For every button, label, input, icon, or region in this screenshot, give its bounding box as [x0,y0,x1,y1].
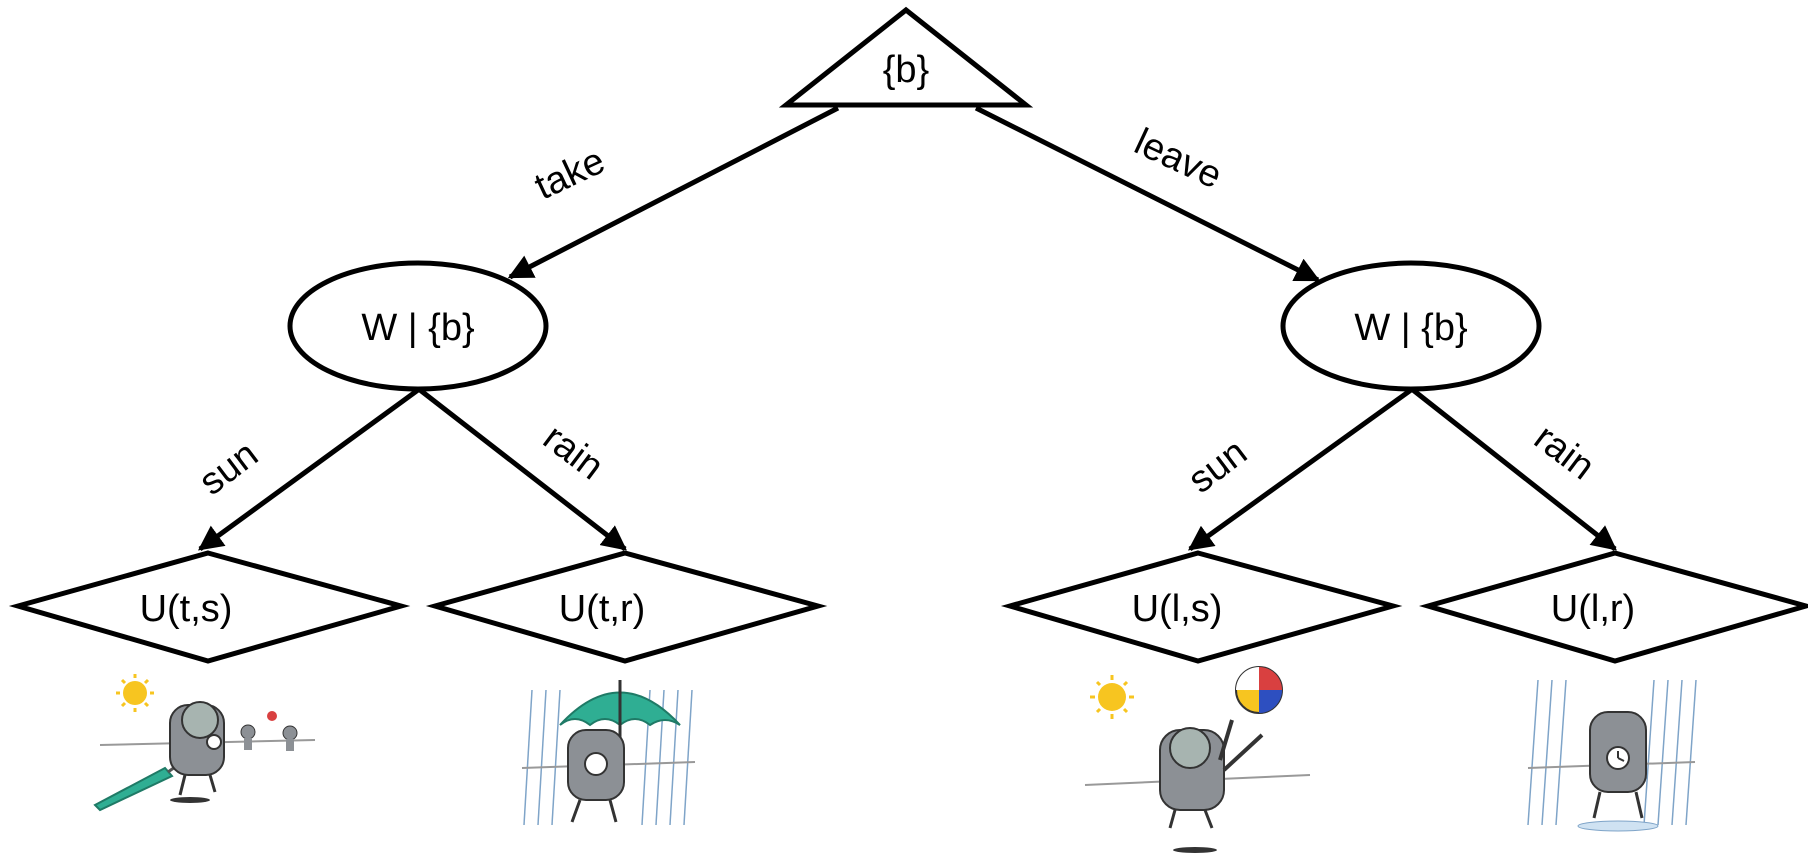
edge-left-rain [418,388,627,551]
utility-label-t-r: U(t,r) [559,588,646,630]
robot-rain-no-umbrella-icon [1527,679,1697,832]
edge-leave [974,105,1321,283]
robot-sun-dropped-umbrella-icon [93,674,316,812]
chance-label-right: W | {b} [1354,307,1467,349]
robot-sun-beach-ball-icon [1084,666,1311,853]
chance-node-right [1280,260,1542,392]
sun-icon [116,674,154,712]
root-max-node [778,6,1034,108]
utility-node-l-s [1000,550,1403,664]
beach-ball-icon [1235,666,1283,714]
edge-right-sun [1187,387,1413,552]
action-label-take: take [529,140,612,208]
chance-node-left [287,260,549,392]
outcome-label-right-rain: rain [1526,417,1602,489]
utility-node-t-r [425,550,828,664]
root-label: {b} [883,49,930,91]
outcome-label-left-sun: sun [192,433,266,503]
edge-right-rain [1411,388,1617,551]
robot-rain-with-umbrella-icon [521,680,696,826]
outcome-label-right-sun: sun [1181,431,1255,501]
outcome-label-left-rain: rain [535,417,611,489]
utility-node-l-r [1418,550,1808,664]
utility-node-t-s [8,550,411,664]
chance-label-left: W | {b} [361,307,474,349]
edge-take [507,105,840,280]
utility-label-l-s: U(l,s) [1132,588,1223,630]
action-label-leave: leave [1128,121,1228,197]
utility-label-t-s: U(t,s) [140,588,233,630]
edge-left-sun [197,387,420,552]
utility-label-l-r: U(l,r) [1551,588,1635,630]
sun-icon [1090,675,1134,719]
